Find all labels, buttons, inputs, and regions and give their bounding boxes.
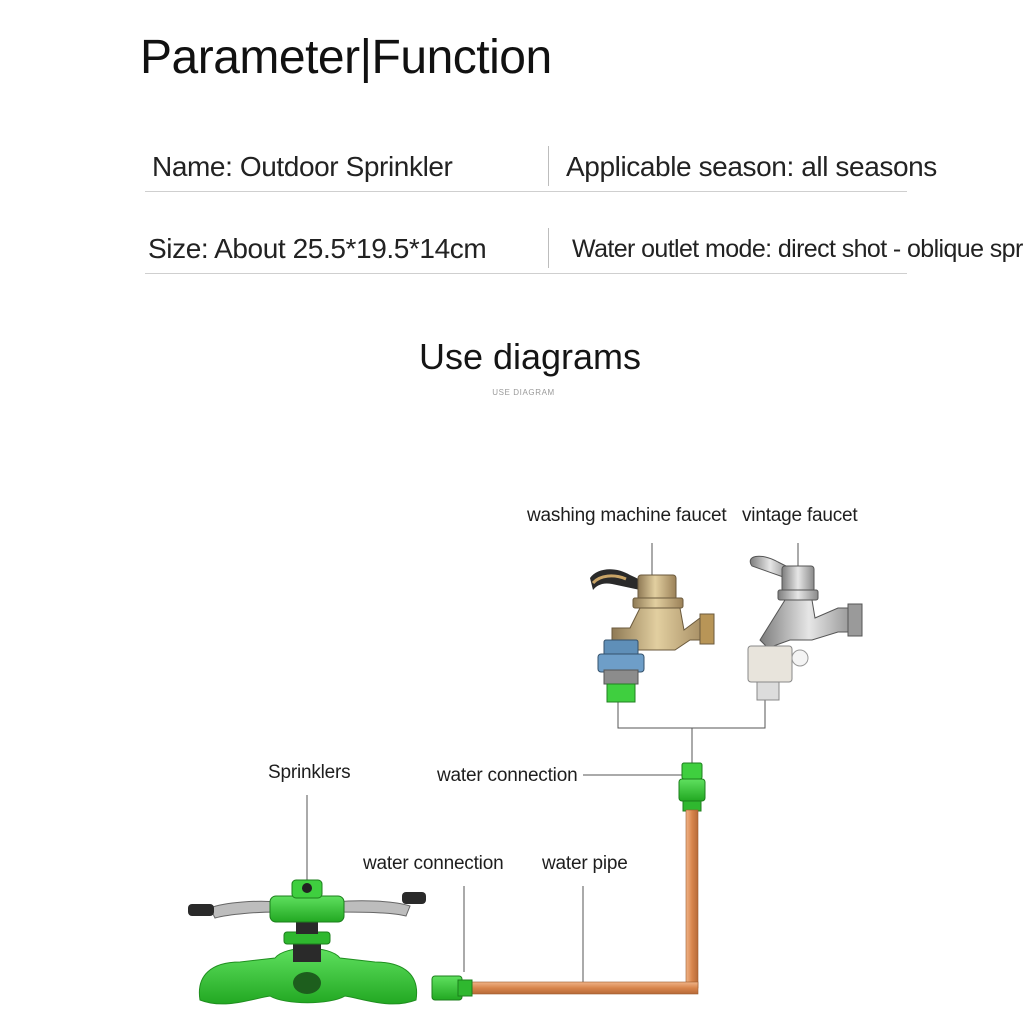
- param-name: Name: Outdoor Sprinkler: [152, 151, 453, 182]
- vintage-faucet-image: [747, 555, 863, 701]
- param-row-divider-2: [145, 273, 907, 274]
- param-size: Size: About 25.5*19.5*14cm: [148, 233, 487, 264]
- label-washing-machine-faucet: washing machine faucet: [527, 505, 727, 526]
- param-column-divider-1: [548, 146, 549, 186]
- label-water-connection-top: water connection: [437, 765, 578, 786]
- water-connection-bottom-image: [431, 975, 473, 1001]
- washing-machine-faucet-image: [590, 569, 715, 703]
- label-vintage-faucet: vintage faucet: [742, 505, 858, 526]
- diagram-subtitle: USE DIAGRAM: [492, 388, 555, 397]
- water-pipe-image: [469, 809, 699, 995]
- label-water-connection-bottom: water connection: [363, 853, 504, 874]
- param-column-divider-2: [548, 228, 549, 268]
- param-outlet-mode: Water outlet mode: direct shot - oblique…: [572, 235, 1023, 263]
- diagram-title: Use diagrams: [418, 336, 642, 377]
- param-season: Applicable season: all seasons: [566, 151, 937, 182]
- sprinkler-image: [188, 879, 426, 1005]
- label-sprinklers: Sprinklers: [268, 762, 351, 783]
- page-title: Parameter|Function: [140, 31, 552, 84]
- param-row-divider-1: [145, 191, 907, 192]
- label-water-pipe: water pipe: [542, 853, 628, 874]
- water-connection-top-image: [678, 762, 706, 812]
